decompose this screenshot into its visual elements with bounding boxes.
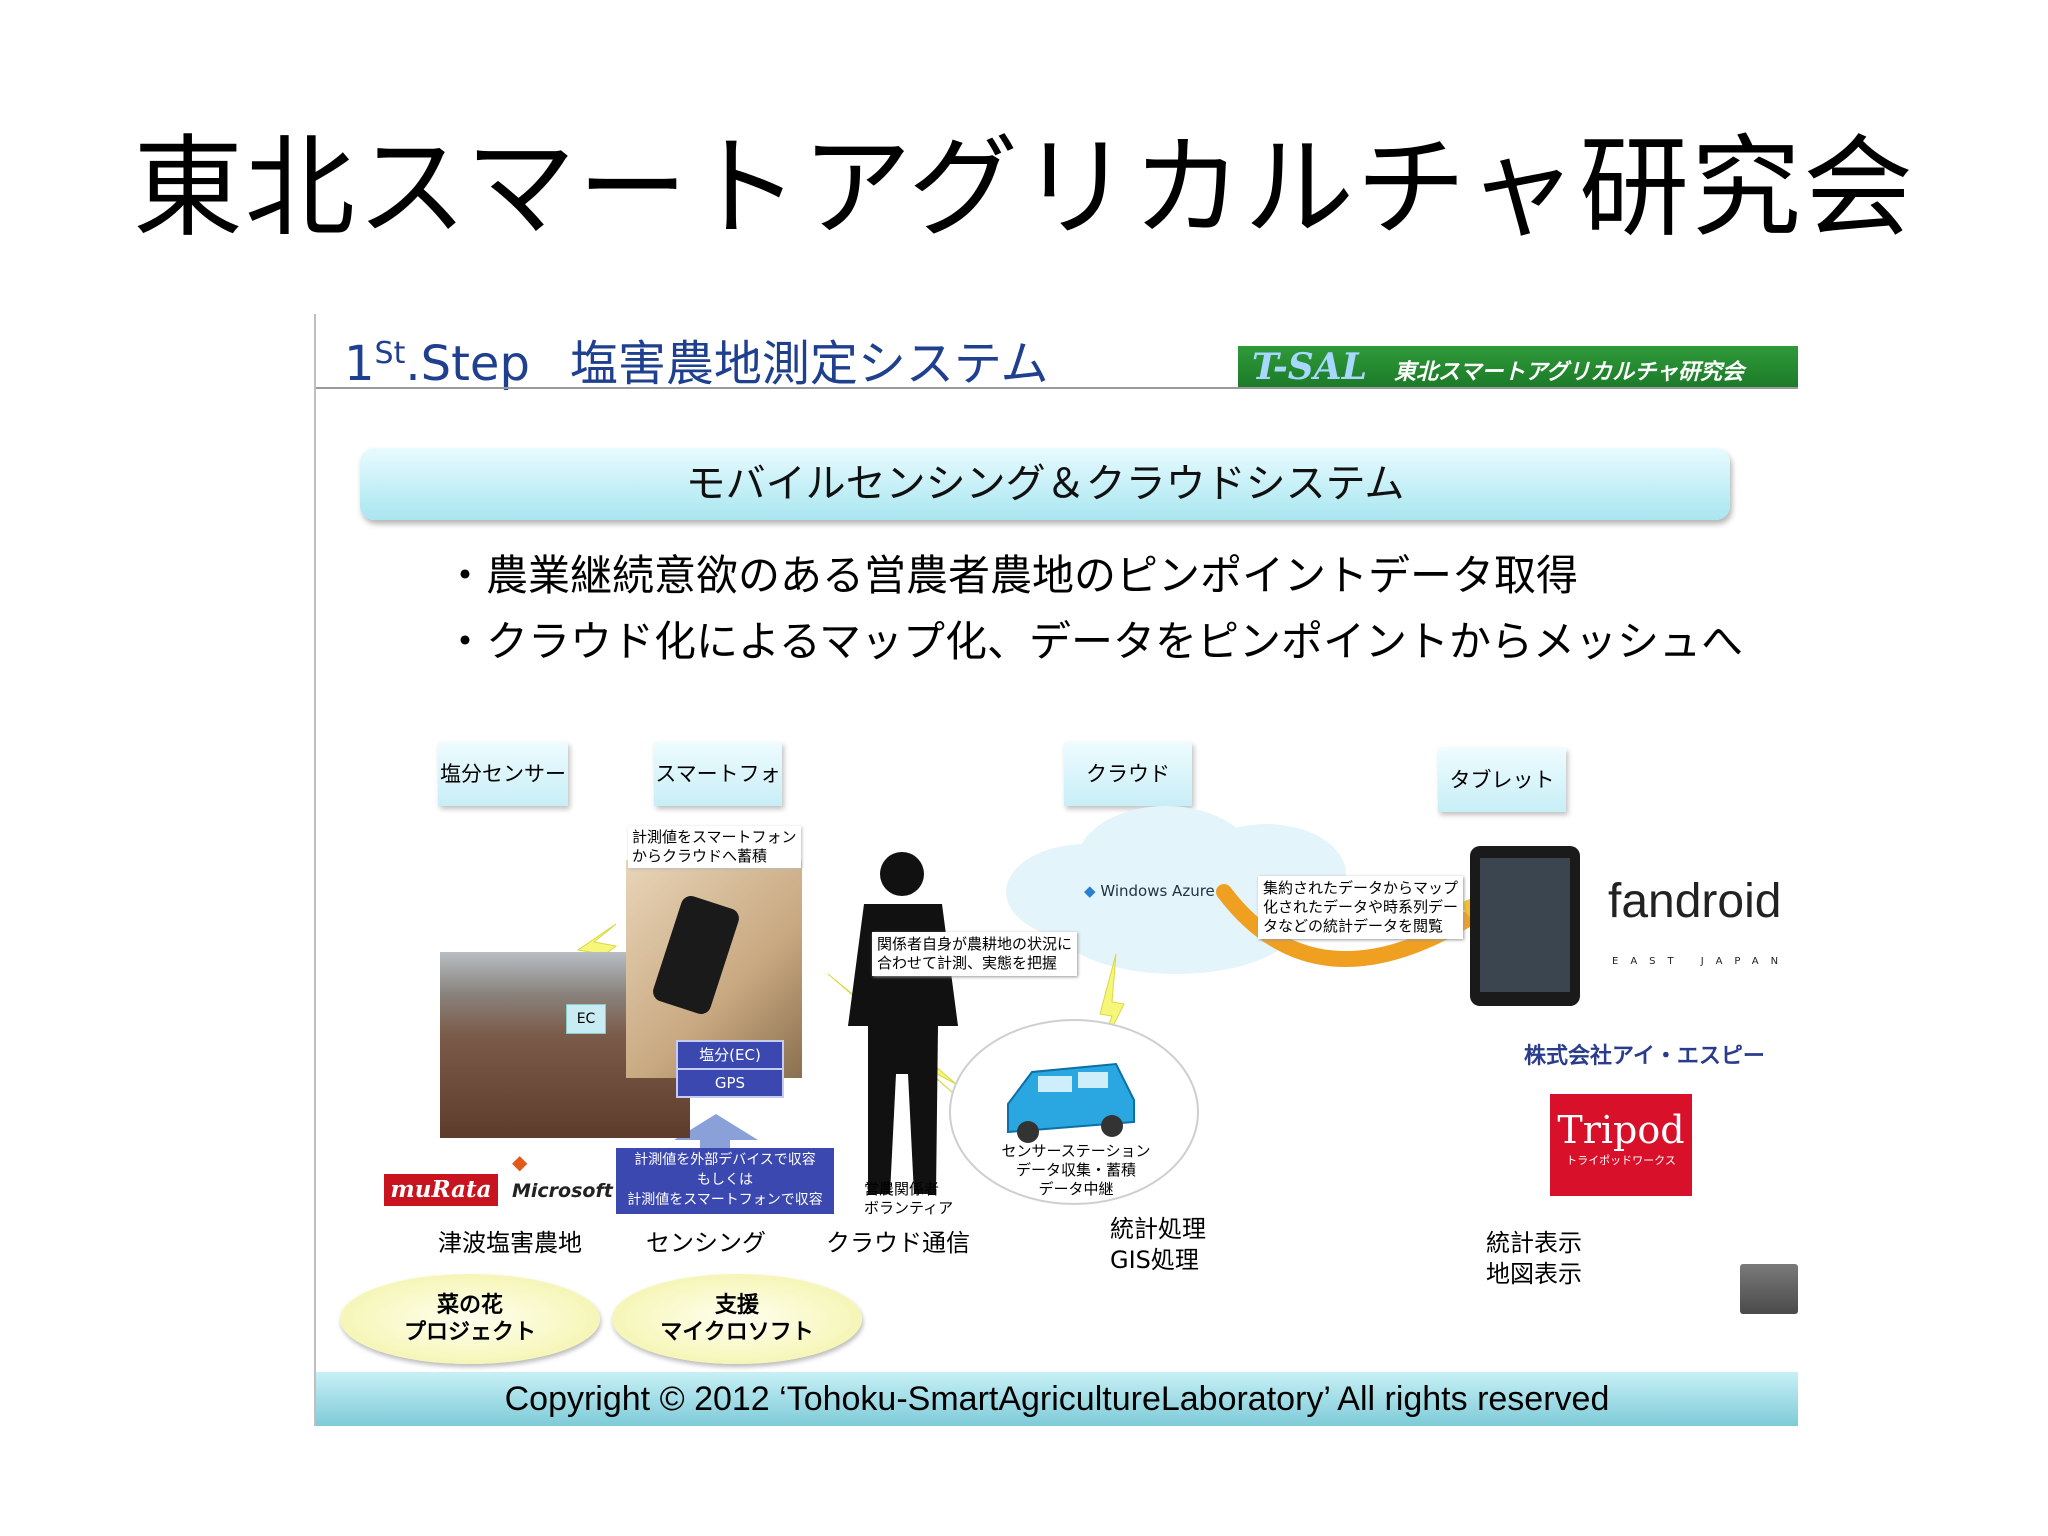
phone-note-line-2: からクラウドへ蓄積 (632, 847, 768, 865)
header-divider (316, 387, 1798, 389)
ec-label: EC (566, 1004, 606, 1034)
bullet-2: ・クラウド化によるマップ化、データをピンポイントからメッシュへ (444, 617, 1744, 666)
up-arrow-icon (674, 1114, 758, 1170)
tripod-sub: トライポッドワークス (1566, 1154, 1676, 1167)
step-word: .Step (405, 336, 530, 392)
step-superscript: St (374, 336, 406, 371)
person-note-line-1: 関係者自身が農耕地の状況に (877, 935, 1073, 953)
nanohana-project-badge: 菜の花 プロジェクト (340, 1274, 600, 1364)
step-title: 1St.Step 塩害農地測定システム (344, 324, 1048, 394)
station-line-2: データ収集・蓄積 (1015, 1161, 1136, 1179)
copyright-footer: Copyright © 2012 ‘Tohoku-SmartAgricultur… (316, 1372, 1798, 1426)
caption-sensing: センシング (646, 1229, 766, 1257)
microsoft-windows-icon: ◆ (512, 1150, 528, 1174)
caption-stats-processing: 統計処理 GIS処理 (1110, 1214, 1206, 1276)
fandroid-sub: EAST JAPAN (1612, 956, 1791, 967)
caption-map: 地図表示 (1486, 1260, 1582, 1288)
support-line-1: 支援 (714, 1293, 759, 1318)
device-note-line-3: 計測値をスマートフォンで収容 (627, 1192, 823, 1208)
phone-note-line-1: 計測値をスマートフォン (632, 828, 797, 846)
system-banner: モバイルセンシング＆クラウドシステム (360, 448, 1730, 520)
azure-label: ◆ Windows Azure (1084, 882, 1215, 901)
step-number: 1 (344, 336, 375, 392)
station-line-1: センサーステーション (1001, 1142, 1151, 1160)
cloud-note-line-3: タなどの統計データを閲覧 (1263, 917, 1444, 935)
car-icon (1007, 1062, 1135, 1143)
tsal-name: 東北スマートアグリカルチャ研究会 (1394, 360, 1745, 385)
nanohana-line-2: プロジェクト (403, 1320, 536, 1345)
windows-icon: ◆ (1084, 882, 1096, 900)
label-salt-sensor: 塩分センサー (438, 742, 568, 806)
cloud-note-line-1: 集約されたデータからマップ (1263, 879, 1459, 897)
keyboard-icon[interactable] (1740, 1264, 1798, 1314)
tablet-icon (1470, 846, 1580, 1006)
tsal-banner: T-SAL 東北スマートアグリカルチャ研究会 (1238, 346, 1798, 388)
salt-ec-box: 塩分(EC) (676, 1040, 784, 1070)
support-line-2: マイクロソフト (660, 1320, 814, 1345)
label-tablet: タブレット (1438, 748, 1566, 812)
caption-display: 統計表示 地図表示 (1486, 1228, 1582, 1290)
slide-image: 1St.Step 塩害農地測定システム T-SAL 東北スマートアグリカルチャ研究… (314, 314, 1798, 1426)
phone-device (650, 893, 742, 1017)
tsal-logo: T-SAL (1252, 346, 1368, 388)
person-label-line-1: 営農関係者 (864, 1180, 940, 1198)
microsoft-logo: Microsoft (512, 1180, 613, 1202)
device-note-line-1: 計測値を外部デバイスで収容 (634, 1152, 816, 1168)
bullet-1: ・農業継続意欲のある営農者農地のピンポイントデータ取得 (444, 551, 1579, 600)
cloud-note-line-2: 化されたデータや時系列デー (1263, 898, 1459, 916)
tripod-name: Tripod (1557, 1108, 1685, 1152)
caption-cloud-comm: クラウド通信 (826, 1229, 970, 1257)
step-name: 塩害農地測定システム (569, 336, 1049, 392)
phone-note: 計測値をスマートフォン からクラウドへ蓄積 (628, 826, 801, 868)
person-label-line-2: ボランティア (864, 1199, 954, 1217)
person-note-line-2: 合わせて計測、実態を把握 (877, 954, 1058, 972)
murata-logo: muRata (384, 1174, 498, 1206)
nanohana-line-1: 菜の花 (436, 1293, 503, 1318)
caption-tsunami: 津波塩害農地 (438, 1229, 582, 1257)
caption-stats1: 統計処理 (1110, 1215, 1206, 1243)
caption-gis: GIS処理 (1110, 1246, 1199, 1274)
station-label: センサーステーション データ収集・蓄積 データ中継 (996, 1142, 1156, 1199)
person-silhouette (848, 852, 958, 1194)
diagram-graphics (565, 806, 1580, 1205)
station-line-3: データ中継 (1038, 1180, 1114, 1198)
tripod-logo: Tripod トライポッドワークス (1550, 1094, 1692, 1196)
person-note: 関係者自身が農耕地の状況に 合わせて計測、実態を把握 (872, 932, 1078, 976)
person-label: 営農関係者 ボランティア (864, 1180, 953, 1218)
device-note: 計測値を外部デバイスで収容 もしくは 計測値をスマートフォンで収容 (616, 1148, 834, 1214)
page-title: 東北スマートアグリカルチャ研究会 (132, 124, 1916, 252)
device-note-line-2: もしくは (697, 1172, 753, 1188)
gps-box: GPS (676, 1068, 784, 1098)
azure-text: Windows Azure (1100, 882, 1215, 900)
cloud-note: 集約されたデータからマップ 化されたデータや時系列デー タなどの統計データを閲覧 (1258, 876, 1464, 939)
caption-stats2: 統計表示 (1486, 1229, 1582, 1257)
isp-logo: 株式会社アイ・エスピー (1524, 1044, 1765, 1069)
microsoft-support-badge: 支援 マイクロソフト (612, 1274, 862, 1364)
label-cloud: クラウド (1064, 742, 1192, 806)
fandroid-logo: fandroid (1608, 875, 1782, 928)
